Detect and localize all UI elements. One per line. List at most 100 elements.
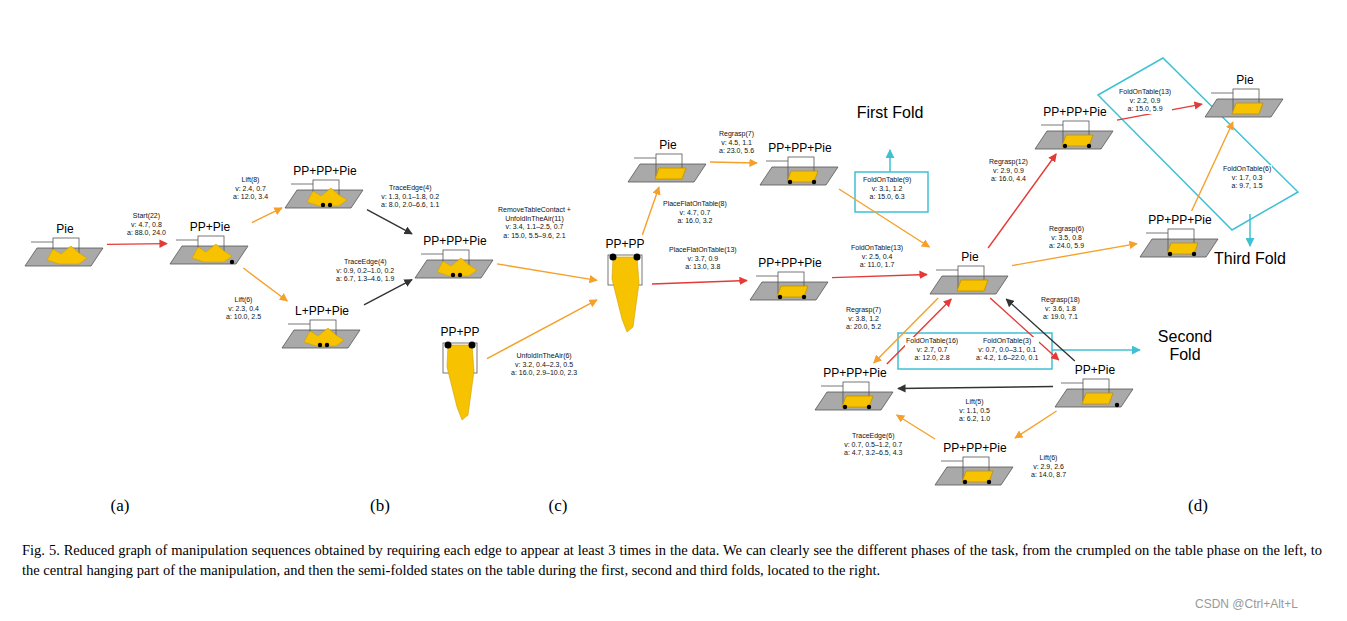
panel-letter: (c) bbox=[538, 496, 578, 516]
watermark: CSDN @Ctrl+Alt+L bbox=[1195, 598, 1335, 612]
state-label: PP+PP+Pie bbox=[415, 234, 495, 248]
state-label: PP+PP+Pie bbox=[1140, 213, 1220, 227]
state-label: PP+PP+Pie bbox=[1035, 105, 1115, 119]
fold-label: Third Fold bbox=[1210, 250, 1290, 268]
state-illustration bbox=[415, 250, 495, 280]
edge-label: TraceEdge(4) v: 1.3, 0.1–1.8, 0.2 a: 8.0… bbox=[380, 184, 440, 210]
state-illustration bbox=[760, 157, 840, 187]
state-illustration bbox=[25, 238, 105, 268]
fold-label: First Fold bbox=[850, 104, 930, 122]
fold-label: Second Fold bbox=[1145, 328, 1225, 365]
transition-arrow bbox=[1015, 411, 1057, 438]
state-illustration bbox=[815, 382, 895, 412]
state-label: PP+PP bbox=[600, 237, 650, 251]
second-fold-box bbox=[898, 333, 1052, 369]
third-fold-arrow bbox=[1249, 214, 1251, 246]
state-label: PP+PP+Pie bbox=[285, 164, 365, 178]
state-illustration bbox=[628, 154, 708, 184]
state-illustration bbox=[1140, 229, 1220, 259]
edge-label: Lift(5) v: 1.1, 0.5 a: 6.2, 1.0 bbox=[958, 398, 991, 424]
state-label: Pie bbox=[930, 250, 1010, 264]
state-illustration bbox=[750, 272, 830, 302]
state-label: PP+PP+Pie bbox=[815, 366, 895, 380]
state-label: PP+PP+Pie bbox=[935, 441, 1015, 455]
figure-caption: Fig. 5. Reduced graph of manipulation se… bbox=[22, 540, 1322, 580]
edge-label: FoldOnTable(16) v: 2.7, 0.7 a: 12.0, 2.8 bbox=[905, 337, 959, 363]
edge-label: FoldOnTable(13) v: 2.2, 0.9 a: 15.0, 5.9 bbox=[1118, 88, 1172, 114]
state-label: PP+PP+Pie bbox=[760, 141, 840, 155]
state-node: Pie bbox=[25, 222, 105, 268]
edge-label: Start(22) v: 4.7, 0.8 a: 88.0, 24.0 bbox=[126, 212, 167, 238]
panel-letter: (d) bbox=[1178, 496, 1218, 516]
state-node: PP+Pie bbox=[1055, 363, 1135, 409]
second-fold-arrow bbox=[1052, 349, 1140, 351]
edge-label: FoldOnTable(9) v: 3.1, 1.2 a: 15.0, 6.3 bbox=[862, 176, 912, 202]
transition-arrow bbox=[710, 162, 757, 163]
edge-label: FoldOnTable(3) v: 0.7, 0.0–3.1, 0.1 a: 4… bbox=[975, 337, 1039, 363]
edge-label: Lift(6) v: 2.9, 2.6 a: 14.0, 8.7 bbox=[1030, 454, 1067, 480]
state-label: PP+PP+Pie bbox=[750, 256, 830, 270]
transition-arrow bbox=[252, 208, 282, 223]
state-illustration bbox=[285, 180, 365, 210]
edge-label: Regrasp(12) v: 2.9, 0.9 a: 16.0, 4.4 bbox=[988, 158, 1029, 184]
state-node: PP+PP+Pie bbox=[760, 141, 840, 187]
edge-label: FoldOnTable(13) v: 2.5, 0.4 a: 11.0, 1.7 bbox=[850, 244, 904, 270]
edge-label: TraceEdge(4) v: 0.9, 0.2–1.0, 0.2 a: 6.7… bbox=[335, 258, 395, 284]
transition-arrow bbox=[988, 154, 1056, 248]
state-node: PP+PP+Pie bbox=[1035, 105, 1115, 151]
state-node: PP+Pie bbox=[170, 220, 250, 266]
state-node: PP+PP+Pie bbox=[935, 441, 1015, 487]
state-label: Pie bbox=[25, 222, 105, 236]
state-illustration bbox=[600, 253, 650, 333]
state-illustration bbox=[435, 341, 485, 421]
state-label: Pie bbox=[1205, 73, 1285, 87]
edge-label: UnfoldInTheAir(6) v: 3.2, 0.4–2.3, 0.5 a… bbox=[510, 352, 578, 378]
state-node: PP+PP+Pie bbox=[815, 366, 895, 412]
state-illustration bbox=[930, 266, 1010, 296]
edge-label: TraceEdge(6) v: 0.7, 0.5–1.2, 0.7 a: 4.7… bbox=[843, 432, 903, 458]
state-node: PP+PP+Pie bbox=[285, 164, 365, 210]
third-fold-box bbox=[1098, 58, 1298, 230]
transition-arrow bbox=[832, 274, 927, 277]
edge-label: Regrasp(7) v: 3.8, 1.2 a: 20.0, 5.2 bbox=[845, 306, 882, 332]
state-label: PP+Pie bbox=[1055, 363, 1135, 377]
edge-label: FoldOnTable(6) v: 1.7, 0.3 a: 9.7, 1.5 bbox=[1222, 165, 1272, 191]
transition-arrow bbox=[652, 281, 747, 284]
first-fold-arrow bbox=[889, 150, 891, 172]
transition-arrow bbox=[487, 300, 597, 359]
state-illustration bbox=[1055, 379, 1135, 409]
edge-label: Lift(8) v: 2.4, 0.7 a: 12.0, 3.4 bbox=[232, 176, 269, 202]
transition-arrow bbox=[497, 264, 597, 280]
state-label: PP+PP bbox=[435, 325, 485, 339]
state-illustration bbox=[935, 457, 1015, 487]
edge-label: Regrasp(7) v: 4.5, 1.1 a: 23.0, 5.6 bbox=[718, 130, 755, 156]
transition-arrow bbox=[107, 243, 167, 245]
state-label: PP+Pie bbox=[170, 220, 250, 234]
edge-label: Regrasp(6) v: 3.5, 0.8 a: 24.0, 5.9 bbox=[1048, 225, 1085, 251]
transition-arrow bbox=[642, 187, 659, 235]
state-label: Pie bbox=[628, 138, 708, 152]
state-illustration bbox=[282, 320, 362, 350]
edge-label: PlaceFlatOnTable(13) v: 3.7, 0.9 a: 13.0… bbox=[668, 246, 738, 272]
state-label: L+PP+Pie bbox=[282, 304, 362, 318]
state-node: PP+PP+Pie bbox=[1140, 213, 1220, 259]
state-node: PP+PP bbox=[435, 325, 485, 421]
edge-label: RemoveTableContact + UnfoldInTheAir(11) … bbox=[497, 206, 572, 240]
state-node: Pie bbox=[628, 138, 708, 184]
state-node: Pie bbox=[930, 250, 1010, 296]
edge-label: PlaceFlatOnTable(8) v: 4.7, 0.7 a: 16.0,… bbox=[662, 200, 728, 226]
panel-letter: (b) bbox=[360, 496, 400, 516]
state-node: Pie bbox=[1205, 73, 1285, 119]
transition-arrow bbox=[367, 210, 412, 234]
state-node: L+PP+Pie bbox=[282, 304, 362, 350]
panel-letter: (a) bbox=[100, 496, 140, 516]
state-node: PP+PP+Pie bbox=[750, 256, 830, 302]
state-illustration bbox=[1035, 121, 1115, 151]
state-node: PP+PP+Pie bbox=[415, 234, 495, 280]
transition-arrow bbox=[898, 387, 1053, 389]
state-illustration bbox=[170, 236, 250, 266]
edge-label: Lift(6) v: 2.3, 0.4 a: 10.0, 2.5 bbox=[225, 296, 262, 322]
edge-label: Regrasp(18) v: 3.6, 1.8 a: 19.0, 7.1 bbox=[1040, 296, 1081, 322]
state-illustration bbox=[1205, 89, 1285, 119]
